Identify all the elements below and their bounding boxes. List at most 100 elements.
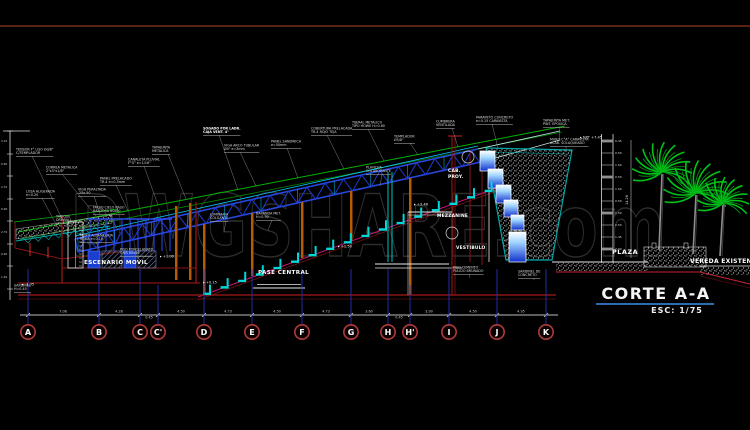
left-dim-value: 2.70 xyxy=(1,230,7,234)
existing-ground xyxy=(556,271,750,285)
seat-icon xyxy=(343,233,352,244)
palm-trunk xyxy=(692,194,697,255)
right-dim-value: 0.45 xyxy=(615,139,622,143)
grid-bubble-label: D xyxy=(201,328,208,337)
leader-line xyxy=(115,184,129,212)
detail-marker xyxy=(461,150,475,164)
palm-tree-icon xyxy=(631,141,693,251)
grid-bubble xyxy=(342,323,359,340)
grid-bubble xyxy=(150,323,167,340)
truss-web xyxy=(77,149,481,253)
grid-dim-value: 4.50 xyxy=(273,310,281,314)
left-dim-value: 0.90 xyxy=(1,207,7,211)
grid-bubble xyxy=(440,323,457,340)
grid-bubble xyxy=(537,323,554,340)
palm-trunk-shadow xyxy=(694,194,698,255)
grid-bubble-label: F xyxy=(299,328,304,337)
step-window xyxy=(510,214,525,231)
step-window xyxy=(503,199,519,218)
grid-dim-value: 4.95 xyxy=(517,310,525,314)
leader-line xyxy=(409,142,419,156)
canopy-slab xyxy=(15,214,113,240)
step-window xyxy=(479,150,496,172)
grid-dim-value: 7.08 xyxy=(59,310,67,314)
leader-line xyxy=(491,123,499,149)
roof-edge xyxy=(477,130,561,150)
seat-icon xyxy=(484,181,493,193)
leader-line xyxy=(61,173,97,217)
grid-bubble xyxy=(379,323,396,340)
leader-line xyxy=(367,128,385,162)
right-dim-value: 1.50 xyxy=(615,187,622,191)
right-dim-value: 1.50 xyxy=(615,211,622,215)
leader-line xyxy=(286,147,299,179)
seat-icon xyxy=(379,220,387,231)
grid-dim-value: 3.60 xyxy=(365,310,373,314)
left-dim-value: 0.90 xyxy=(1,252,7,256)
right-ladder-bar xyxy=(602,247,613,251)
right-dim-value: 0.50 xyxy=(615,199,622,203)
grid-bubble-label: H xyxy=(385,328,392,337)
right-dim-total: 14.26 xyxy=(625,195,629,205)
grid-bubble-label: B xyxy=(96,328,102,337)
leader-line xyxy=(41,197,59,229)
tribune-ramp-base xyxy=(197,187,506,301)
left-dim-value: 3.10 xyxy=(1,139,7,143)
grid-bubble xyxy=(91,323,108,340)
detail-marker xyxy=(445,226,459,240)
planter xyxy=(643,246,707,268)
leader-line xyxy=(379,173,383,187)
leader-line xyxy=(167,153,187,200)
palm-frond-dark xyxy=(661,171,683,185)
leader-line xyxy=(95,241,101,252)
left-dim-value: 1.20 xyxy=(1,275,7,279)
seat-icon xyxy=(238,271,247,283)
grid-bubble-label: H' xyxy=(405,328,414,337)
leader-line xyxy=(451,127,459,148)
canopy-truss-web xyxy=(17,224,111,244)
seat-icon xyxy=(326,239,335,250)
left-dim-value: 2.70 xyxy=(1,185,7,189)
grid-dim-value: 4.50 xyxy=(177,310,185,314)
right-dim-value: 0.50 xyxy=(615,223,622,227)
grid-bubble-label: G xyxy=(348,328,355,337)
vereda-slab xyxy=(700,267,750,275)
grid-bubble-label: K xyxy=(543,328,550,337)
seat-icon xyxy=(396,213,405,225)
grid-bubble-label: C xyxy=(137,328,143,337)
right-dim-value: 0.50 xyxy=(615,151,622,155)
concrete-wall xyxy=(485,147,573,261)
palm-trunk-shadow xyxy=(660,173,664,251)
glass-panel xyxy=(87,250,101,269)
right-ladder-bar xyxy=(602,139,613,143)
hatch-panel xyxy=(137,250,157,269)
existing-ground-2 xyxy=(699,275,750,289)
palm-tree-icon xyxy=(696,176,750,257)
seat-icon xyxy=(467,188,475,199)
grid-bubble-label: C' xyxy=(154,328,162,337)
leader-line xyxy=(267,219,273,231)
grid-dim-value: 3.90 xyxy=(425,310,433,314)
right-dim-value: 0.50 xyxy=(615,175,622,179)
seat-icon xyxy=(449,194,458,205)
palm-frond-dark xyxy=(722,202,741,214)
concrete-wall-inner xyxy=(488,151,569,155)
grid-dim-value: 4.73 xyxy=(224,310,232,314)
grid-bubble xyxy=(132,323,149,340)
glass-panel xyxy=(123,250,137,269)
leader-line xyxy=(93,195,101,215)
leader-line xyxy=(31,155,65,224)
canopy-roof-line xyxy=(13,208,119,223)
grid-dim-value: 4.73 xyxy=(322,310,330,314)
palm-trunk-shadow xyxy=(721,204,725,257)
grid-dim-value: 4.50 xyxy=(469,310,477,314)
leader-line xyxy=(143,165,159,206)
grid-dim-value: 4.28 xyxy=(115,310,123,314)
right-ladder-bar xyxy=(602,211,613,215)
seat-icon xyxy=(255,265,264,276)
leader-line xyxy=(218,134,239,191)
grid-bubble xyxy=(293,323,310,340)
seat-icon xyxy=(291,252,299,263)
leader-line xyxy=(108,213,119,231)
